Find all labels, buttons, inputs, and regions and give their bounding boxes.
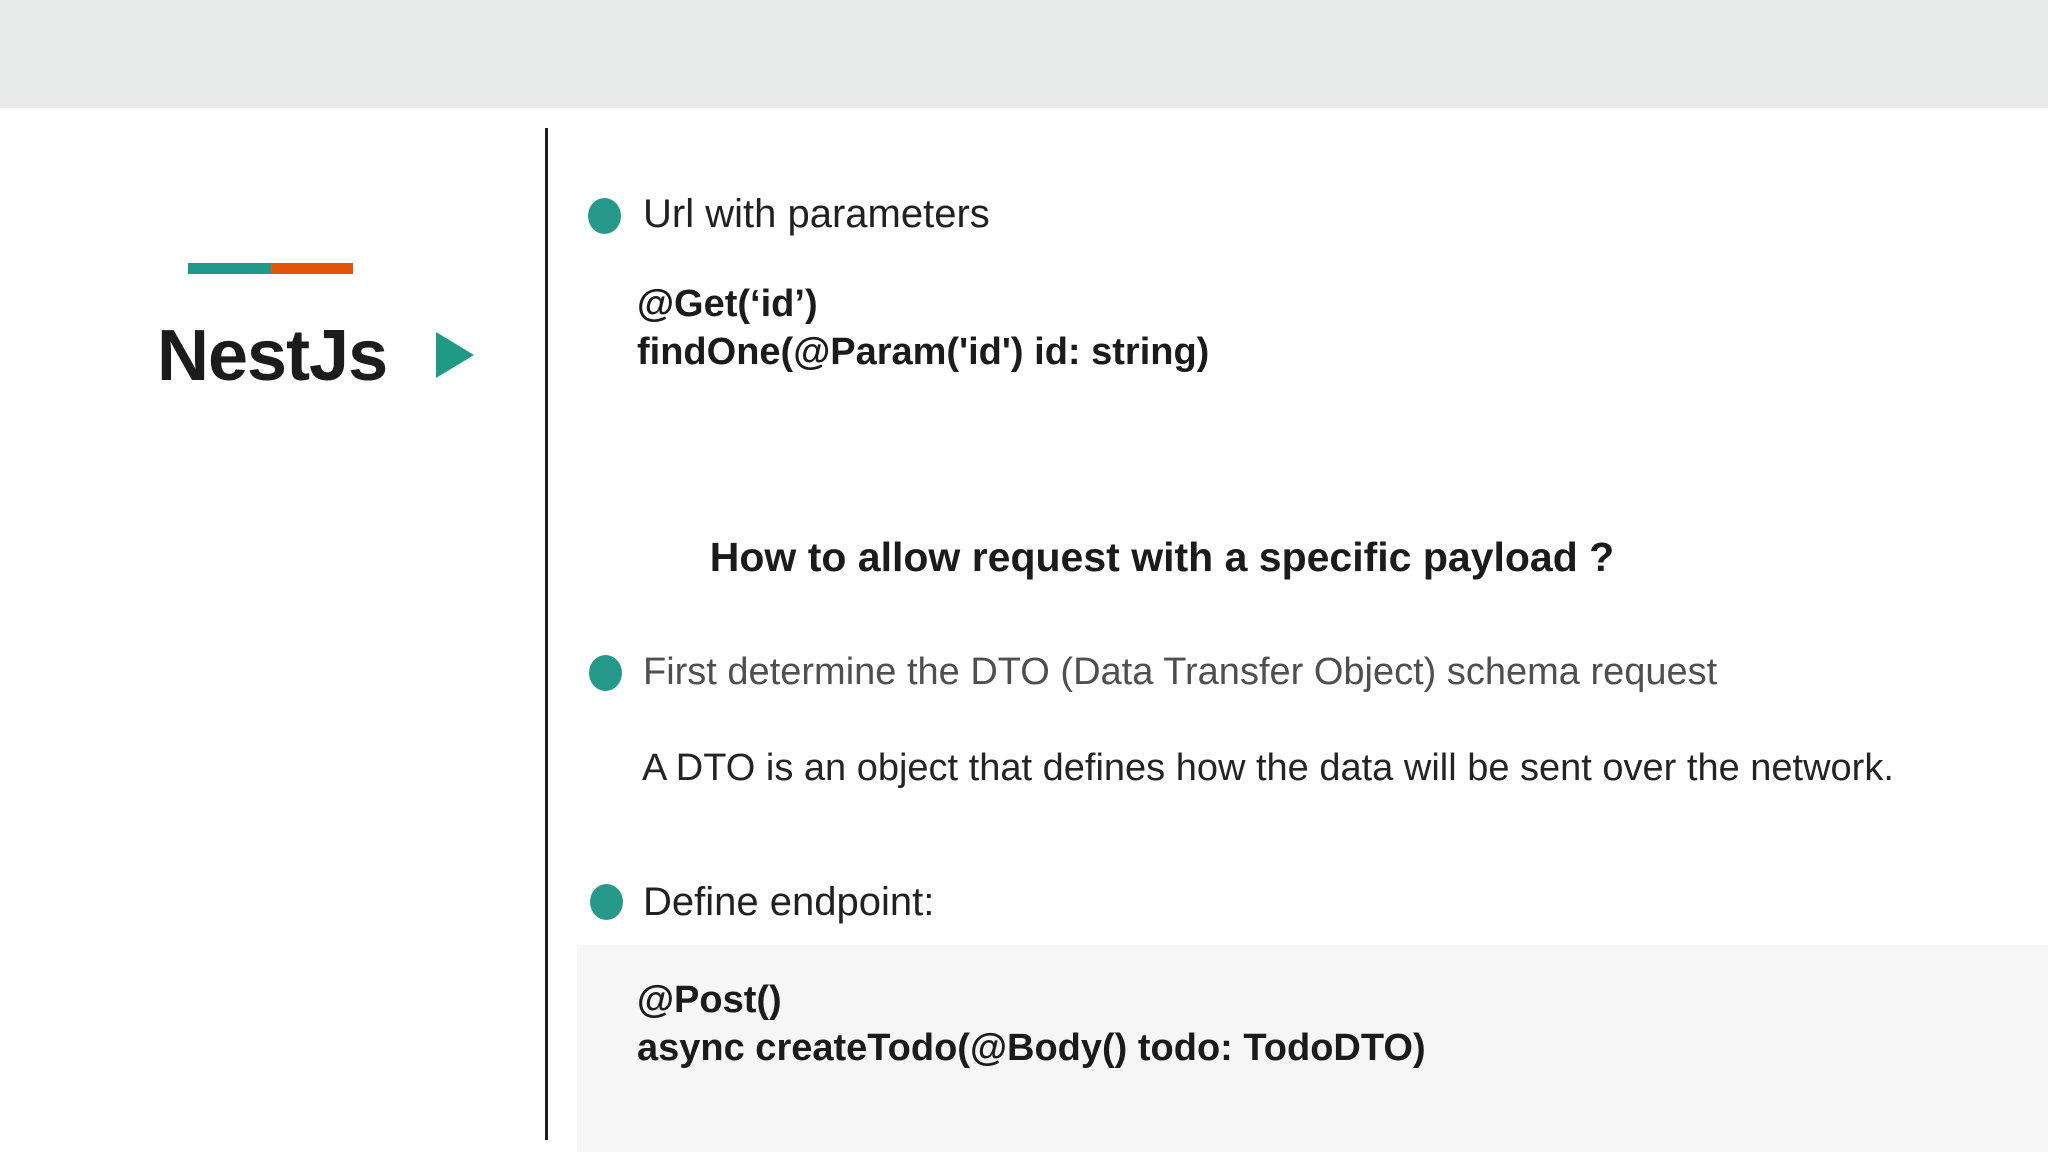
bullet-3-label: Define endpoint: — [643, 880, 935, 924]
code-line-get: @Get(‘id’) — [637, 283, 818, 325]
bullet-1-label: Url with parameters — [643, 192, 990, 236]
bullet-icon — [590, 884, 623, 920]
code-block-get: @Get(‘id’) findOne(@Param('id') id: stri… — [637, 280, 1209, 376]
play-triangle-icon — [436, 332, 474, 378]
logo-title: NestJs — [157, 316, 388, 396]
dto-definition-text: A DTO is an object that defines how the … — [642, 747, 1894, 789]
code-line-post: @Post() — [637, 979, 782, 1021]
bullet-2-label: First determine the DTO (Data Transfer O… — [643, 651, 1718, 693]
logo-bar-teal-segment — [188, 263, 271, 274]
logo-accent-bar — [188, 263, 353, 274]
vertical-divider — [545, 128, 548, 1140]
logo-bar-orange-segment — [271, 263, 353, 274]
bullet-icon — [588, 198, 621, 234]
top-band — [0, 0, 2048, 108]
code-line-findone: findOne(@Param('id') id: string) — [637, 331, 1210, 373]
question-heading: How to allow request with a specific pay… — [709, 534, 1615, 580]
bullet-icon — [589, 655, 622, 691]
code-line-createtodo: async createTodo(@Body() todo: TodoDTO) — [637, 1027, 1426, 1069]
code-box-background — [577, 945, 2048, 1152]
code-block-post: @Post() async createTodo(@Body() todo: T… — [637, 976, 1426, 1072]
